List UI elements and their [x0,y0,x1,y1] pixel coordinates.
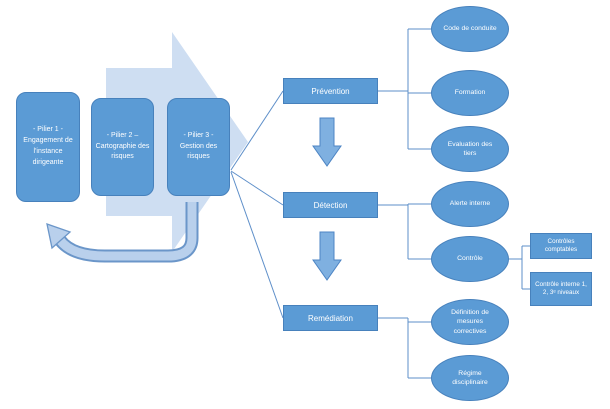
fan-connectors [230,90,284,319]
control-comptables: Contrôles comptables [530,233,592,259]
stage-remediation: Remédiation [283,305,378,331]
control-interne-niveaux: Contrôle interne 1, 2, 3ᵉ niveaux [530,272,592,306]
node-mesures-correctives: Définition de mesures correctives [431,299,509,345]
node-regime-disciplinaire: Régime disciplinaire [431,355,509,401]
node-evaluation-des-tiers: Evaluation des tiers [431,126,509,172]
pillar-3: - Pilier 3 - Gestion des risques [167,98,230,196]
stage-detection: Détection [283,192,378,218]
down-arrow-1 [312,117,342,167]
down-arrow-2 [312,231,342,281]
pillar-2: - Pilier 2 – Cartographie des risques [91,98,154,196]
stage-prevention: Prévention [283,78,378,104]
node-alerte-interne: Alerte interne [431,181,509,227]
node-formation: Formation [431,70,509,116]
return-arrow [46,202,199,263]
node-controle: Contrôle [431,236,509,282]
node-code-de-conduite: Code de conduite [431,6,509,52]
pillar-1: - Pilier 1 - Engagement de l'instance di… [16,92,80,202]
